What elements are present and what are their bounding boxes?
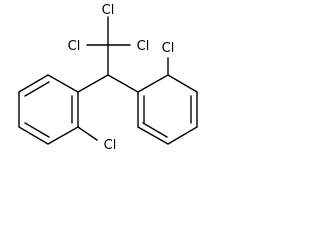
right-benzene-ring (137, 74, 198, 145)
molecule-drawing: Cl Cl Cl Cl Cl (18, 3, 198, 153)
atom-label-cl-left: Cl (68, 39, 81, 54)
atom-label-cl-right-ring: Cl (162, 41, 175, 56)
bond-left-ring-cl (77, 126, 98, 141)
atom-label-cl-left-ring: Cl (104, 138, 117, 153)
left-benzene-ring (18, 74, 79, 145)
structure-diagram: Cl Cl Cl Cl Cl (0, 0, 214, 177)
bond-ch-right-ring (107, 74, 139, 93)
atom-label-cl-top: Cl (102, 3, 115, 18)
bond-ch-left-ring (77, 74, 109, 93)
atom-label-cl-right: Cl (137, 39, 150, 54)
